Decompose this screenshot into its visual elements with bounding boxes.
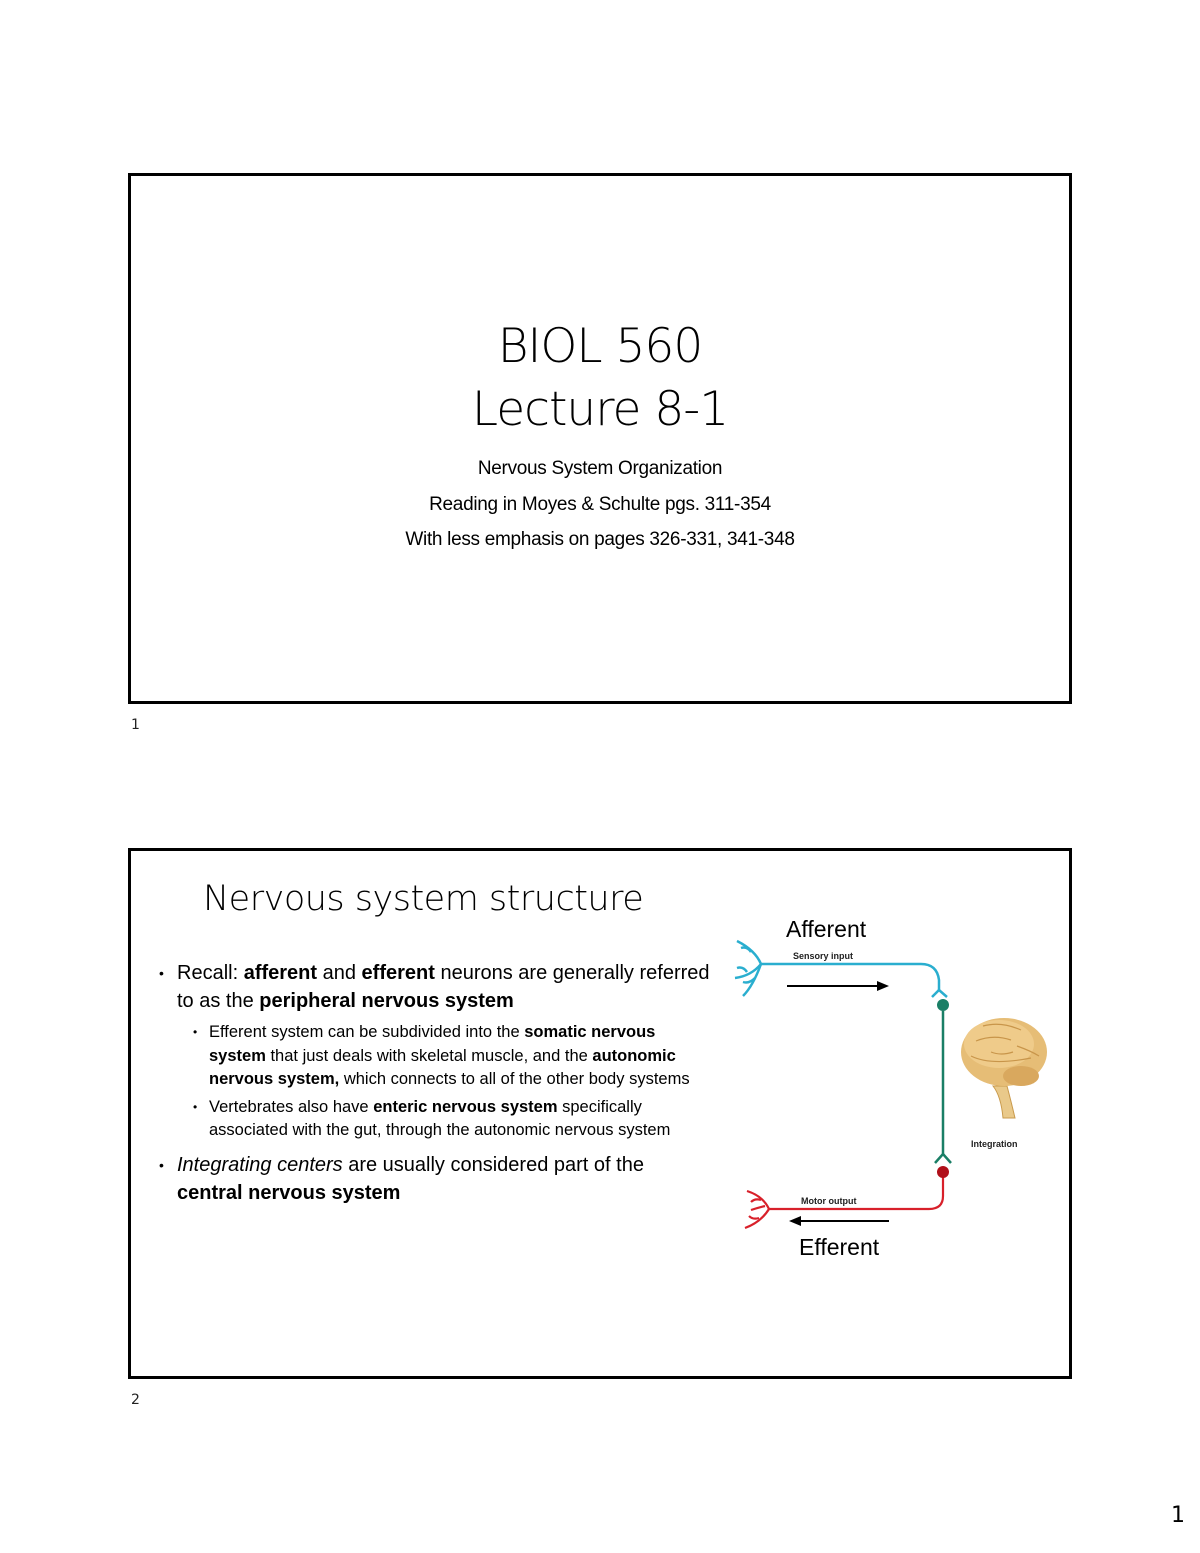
bullet-italic: Integrating centers xyxy=(177,1153,343,1176)
arrow-right-icon xyxy=(787,981,889,991)
bullet-bold: autonomic nervous system, xyxy=(209,1046,676,1089)
bullet-peripheral: Recall: afferent and efferent neurons ar… xyxy=(153,959,713,1015)
subtitle-reading: Reading in Moyes & Schulte pgs. 311-354 xyxy=(429,494,771,515)
bullet-bold: enteric nervous system xyxy=(373,1097,558,1116)
bullet-text: Vertebrates also have xyxy=(209,1097,374,1116)
course-title: BIOL 560 xyxy=(497,319,703,374)
bullet-text: specifically associated with the gut, th… xyxy=(209,1097,671,1140)
interneuron-icon xyxy=(934,999,952,1164)
brain-icon xyxy=(961,1018,1047,1119)
bullet-text: and xyxy=(317,962,362,984)
bullet-bold: peripheral nervous system xyxy=(259,990,514,1012)
sub-bullet-efferent: Efferent system can be subdivided into t… xyxy=(153,1021,713,1092)
slide-number-1: 1 xyxy=(131,717,140,733)
efferent-cell-body-icon xyxy=(937,1166,949,1178)
integration-label: Integration xyxy=(971,1139,1018,1149)
slide-1: BIOL 560 Lecture 8-1 Nervous System Orga… xyxy=(128,173,1072,704)
sub-bullet-enteric: Vertebrates also have enteric nervous sy… xyxy=(153,1096,713,1143)
bullet-text: Recall: xyxy=(177,962,244,984)
motor-output-label: Motor output xyxy=(801,1196,857,1206)
bullet-bold: central nervous system xyxy=(177,1181,401,1204)
bullet-text: which connects to all of the other body … xyxy=(339,1070,690,1088)
subtitle-emphasis: With less emphasis on pages 326-331, 341… xyxy=(405,529,795,550)
lecture-title: Lecture 8-1 xyxy=(471,382,729,437)
bullet-bold: efferent xyxy=(361,962,435,984)
subtitle-topic: Nervous System Organization xyxy=(477,458,723,479)
slide-title: Nervous system structure xyxy=(203,879,644,919)
bullet-integrating: Integrating centers are usually consider… xyxy=(153,1151,713,1207)
bullet-bold: somatic nervous system xyxy=(209,1023,656,1065)
bullet-text: neurons are generally referred to as the xyxy=(177,962,710,1012)
slide-number-2: 2 xyxy=(131,1392,140,1408)
slide-2: Nervous system structure Recall: afferen… xyxy=(128,848,1072,1379)
bullet-bold: afferent xyxy=(243,962,318,984)
bullet-text: Efferent system can be subdivided into t… xyxy=(209,1023,525,1041)
arrow-left-icon xyxy=(789,1216,889,1226)
bullet-text: are usually considered part of the xyxy=(342,1153,644,1176)
page-number: 1 xyxy=(1171,1503,1185,1528)
bullet-list: Recall: afferent and efferent neurons ar… xyxy=(153,959,713,1209)
efferent-neuron-icon xyxy=(744,1176,945,1230)
reflex-arc-diagram: Afferent Sensory input Integration Motor… xyxy=(731,906,1066,1266)
sub-bullet-list: Efferent system can be subdivided into t… xyxy=(153,1021,713,1143)
neuron-pathway-graphic xyxy=(734,939,1047,1230)
bullet-text: that just deals with skeletal muscle, an… xyxy=(265,1046,593,1065)
afferent-label: Afferent xyxy=(786,916,867,942)
efferent-label: Efferent xyxy=(799,1234,880,1260)
afferent-neuron-icon xyxy=(734,939,948,998)
sensory-input-label: Sensory input xyxy=(793,951,854,961)
